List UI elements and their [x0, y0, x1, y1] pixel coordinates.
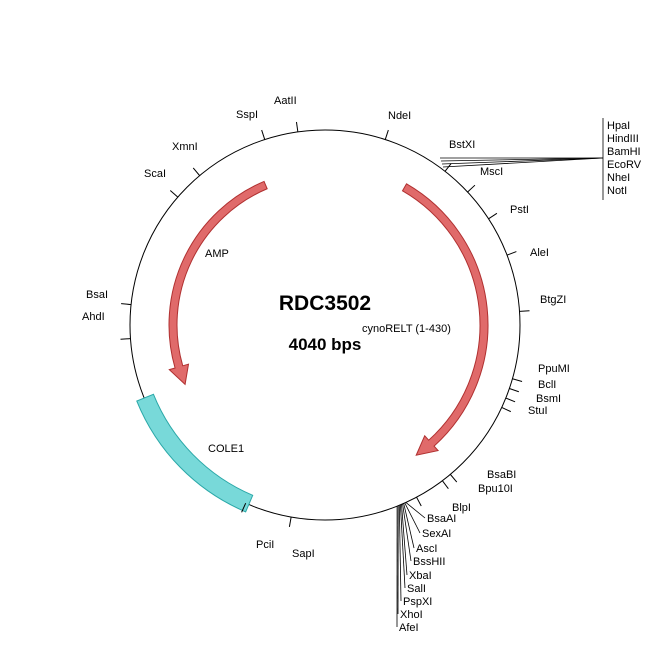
site-tick-bstxi [444, 163, 452, 172]
mcs-site-ecorv[interactable]: EcoRV [607, 159, 642, 171]
cole1-feature[interactable] [136, 393, 254, 513]
site-label-afei[interactable]: AfeI [399, 622, 419, 634]
amp-feature-arrow[interactable] [168, 180, 268, 386]
site-label-psti[interactable]: PstI [510, 204, 529, 216]
site-label-bsaai[interactable]: BsaAI [427, 513, 456, 525]
site-tick-psti [488, 212, 498, 220]
amp-label: AMP [205, 248, 229, 260]
site-tick-bsabi [449, 474, 458, 483]
site-label-bpu10i[interactable]: Bpu10I [478, 483, 513, 495]
site-tick-bsmi [505, 397, 516, 403]
site-leader-asci [403, 503, 415, 549]
site-tick-scai [169, 190, 179, 198]
site-label-msci[interactable]: MscI [480, 166, 503, 178]
site-tick-btgzi [519, 310, 530, 312]
site-tick-blpi [416, 496, 422, 507]
insert-label: cynoRELT (1-430) [362, 323, 451, 335]
mcs-leader-2 [440, 157, 604, 162]
site-label-aatii[interactable]: AatII [274, 95, 297, 107]
site-label-bstxi[interactable]: BstXI [449, 139, 475, 151]
mcs-cluster: HpaI HindIII BamHI EcoRV NheI NotI [440, 118, 642, 200]
site-leader-pspxi [398, 505, 402, 602]
mcs-leader-4 [442, 157, 604, 168]
site-tick-bcli [509, 388, 519, 393]
site-leader-bsaai [405, 502, 426, 519]
site-label-sexai[interactable]: SexAI [422, 528, 451, 540]
site-tick-sapi [288, 516, 292, 527]
site-tick-ahdi [120, 338, 131, 340]
plasmid-name: RDC3502 [279, 292, 371, 315]
site-tick-sspi [261, 129, 266, 140]
site-label-bsabi[interactable]: BsaBI [487, 469, 516, 481]
mcs-leader-3 [441, 157, 604, 165]
insert-feature-arrow[interactable] [401, 183, 489, 456]
site-tick-aatii [295, 121, 299, 132]
site-label-xhoi[interactable]: XhoI [400, 609, 423, 621]
site-leader-sexai [404, 502, 421, 534]
site-label-stui[interactable]: StuI [528, 405, 548, 417]
cole1-label: COLE1 [208, 443, 244, 455]
site-label-alei[interactable]: AleI [530, 247, 549, 259]
plasmid-backbone [129, 129, 521, 521]
site-tick-bpu10i [441, 480, 449, 490]
site-label-ppumi[interactable]: PpuMI [538, 363, 570, 375]
site-label-blpi[interactable]: BlpI [452, 502, 471, 514]
site-tick-msci [467, 184, 476, 193]
site-label-sspi[interactable]: SspI [236, 109, 258, 121]
site-leader-bsshii [402, 503, 412, 562]
site-tick-stui [501, 406, 512, 413]
site-label-sapi[interactable]: SapI [292, 548, 315, 560]
site-label-ahdi[interactable]: AhdI [82, 311, 105, 323]
mcs-site-hindiii[interactable]: HindIII [607, 133, 639, 145]
site-tick-xmni [192, 167, 201, 176]
site-tick-alei [506, 251, 517, 256]
site-label-asci[interactable]: AscI [416, 543, 437, 555]
site-label-xbai[interactable]: XbaI [409, 570, 432, 582]
mcs-site-noti[interactable]: NotI [607, 185, 627, 197]
site-label-pcii[interactable]: PciI [256, 539, 274, 551]
site-label-bsai[interactable]: BsaI [86, 289, 108, 301]
site-tick-bsai [121, 303, 132, 306]
site-label-scai[interactable]: ScaI [144, 168, 166, 180]
site-leader-xbai [401, 504, 408, 576]
site-tick-pcii [241, 502, 247, 513]
site-label-bsmi[interactable]: BsmI [536, 393, 561, 405]
site-leader-sali [400, 504, 406, 589]
mcs-site-bamhi[interactable]: BamHI [607, 146, 641, 158]
site-tick-ndei [384, 129, 389, 140]
site-label-sali[interactable]: SalI [407, 583, 426, 595]
site-label-ndei[interactable]: NdeI [388, 110, 411, 122]
mcs-site-hpai[interactable]: HpaI [607, 120, 630, 132]
site-label-pspxi[interactable]: PspXI [403, 596, 432, 608]
site-label-xmni[interactable]: XmnI [172, 141, 198, 153]
site-label-btgzi[interactable]: BtgZI [540, 294, 566, 306]
plasmid-length: 4040 bps [289, 335, 362, 354]
site-tick-ppumi [512, 378, 523, 382]
site-label-bsshii[interactable]: BssHII [413, 556, 445, 568]
site-label-bcli[interactable]: BclI [538, 379, 556, 391]
mcs-site-nhei[interactable]: NheI [607, 172, 630, 184]
